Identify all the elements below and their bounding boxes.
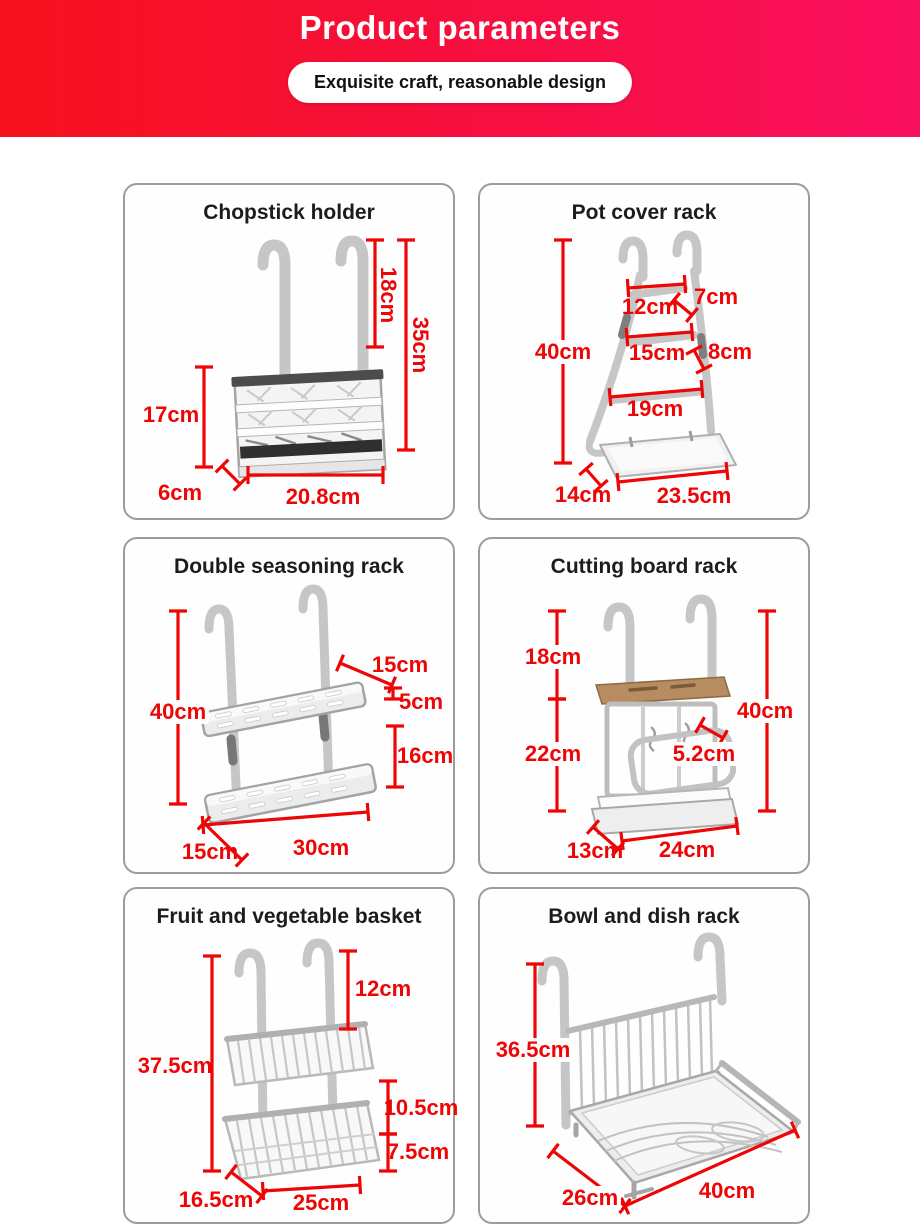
panel-title: Chopstick holder bbox=[203, 201, 375, 224]
dim-height: 36.5cm bbox=[492, 1038, 574, 1062]
panel-fruit-vegetable-basket: Fruit and vegetable basket 12cm 37.5cm 1… bbox=[123, 887, 458, 1224]
dim-tier-gap: 16cm bbox=[396, 743, 454, 768]
dim-basket-height: 7.5cm bbox=[386, 1139, 450, 1164]
dim-bottom-width: 19cm bbox=[626, 396, 684, 421]
dim-tier-gap: 10.5cm bbox=[383, 1095, 459, 1120]
dim-body-height: 22cm bbox=[521, 742, 585, 766]
dim-total-height: 37.5cm bbox=[137, 1053, 213, 1078]
panel-pot-cover-rack: Pot cover rack 40cm 12cm 7cm 15cm 8cm 19… bbox=[478, 183, 810, 520]
dim-hook-height: 18cm bbox=[521, 645, 585, 669]
panel-title: Double seasoning rack bbox=[174, 555, 404, 578]
dim-depth: 26cm bbox=[558, 1186, 622, 1210]
dim-slot-width: 5.2cm bbox=[669, 742, 739, 766]
dim-depth: 13cm bbox=[566, 838, 624, 863]
dim-depth: 15cm bbox=[181, 839, 239, 864]
dim-depth: 14cm bbox=[554, 482, 612, 507]
pot-cover-rack-sketch bbox=[554, 230, 737, 494]
fruit-vegetable-basket-sketch bbox=[203, 938, 397, 1205]
tagline-pill: Exquisite craft, reasonable design bbox=[287, 62, 633, 103]
panel-bowl-dish-rack: Bowl and dish rack 36.5cm 26cm 40cm bbox=[478, 887, 810, 1224]
page-title: Product parameters bbox=[299, 9, 621, 46]
dim-base-width: 23.5cm bbox=[656, 483, 732, 508]
cutting-board-rack-sketch bbox=[548, 594, 776, 857]
dim-width: 20.8cm bbox=[285, 484, 361, 509]
dim-height: 40cm bbox=[531, 340, 595, 364]
bowl-dish-rack-sketch bbox=[526, 932, 801, 1215]
panel-double-seasoning-rack: Double seasoning rack 40cm 15cm 5cm 16cm… bbox=[123, 537, 455, 874]
dim-hook-height: 12cm bbox=[354, 976, 412, 1001]
dim-depth: 16.5cm bbox=[178, 1187, 254, 1212]
dim-top-gap: 7cm bbox=[693, 284, 739, 309]
panel-title: Bowl and dish rack bbox=[548, 905, 740, 928]
dim-body-height: 17cm bbox=[142, 402, 200, 427]
dim-width: 40cm bbox=[695, 1179, 759, 1203]
dim-height: 40cm bbox=[146, 700, 210, 724]
double-seasoning-rack-sketch bbox=[169, 584, 404, 868]
dim-top-width: 12cm bbox=[621, 294, 679, 319]
dim-total-height: 35cm bbox=[408, 316, 433, 374]
panel-title: Cutting board rack bbox=[550, 555, 738, 578]
dim-depth: 6cm bbox=[157, 480, 203, 505]
dim-width: 24cm bbox=[658, 837, 716, 862]
panel-chopstick-holder: Chopstick holder 18cm 35cm 17cm 6cm 20.8… bbox=[123, 183, 455, 520]
panel-cutting-board-rack: Cutting board rack 18cm 22cm 40cm 5.2cm … bbox=[478, 537, 810, 874]
header-banner: Product parameters Exquisite craft, reas… bbox=[0, 0, 920, 137]
dim-total-height: 40cm bbox=[733, 699, 797, 723]
panel-title: Fruit and vegetable basket bbox=[156, 905, 422, 928]
dim-width: 25cm bbox=[292, 1190, 350, 1215]
panel-title: Pot cover rack bbox=[571, 201, 717, 224]
chopstick-holder-sketch bbox=[195, 235, 415, 492]
dim-width: 30cm bbox=[292, 835, 350, 860]
dim-shelf-height: 5cm bbox=[398, 689, 444, 714]
dimension-lines bbox=[195, 238, 415, 492]
dim-middle-width: 15cm bbox=[628, 340, 686, 365]
dimension-lines bbox=[203, 949, 397, 1205]
dim-shelf-depth: 15cm bbox=[371, 652, 429, 677]
dim-hook-height: 18cm bbox=[376, 266, 401, 324]
dim-middle-gap: 8cm bbox=[707, 339, 753, 364]
